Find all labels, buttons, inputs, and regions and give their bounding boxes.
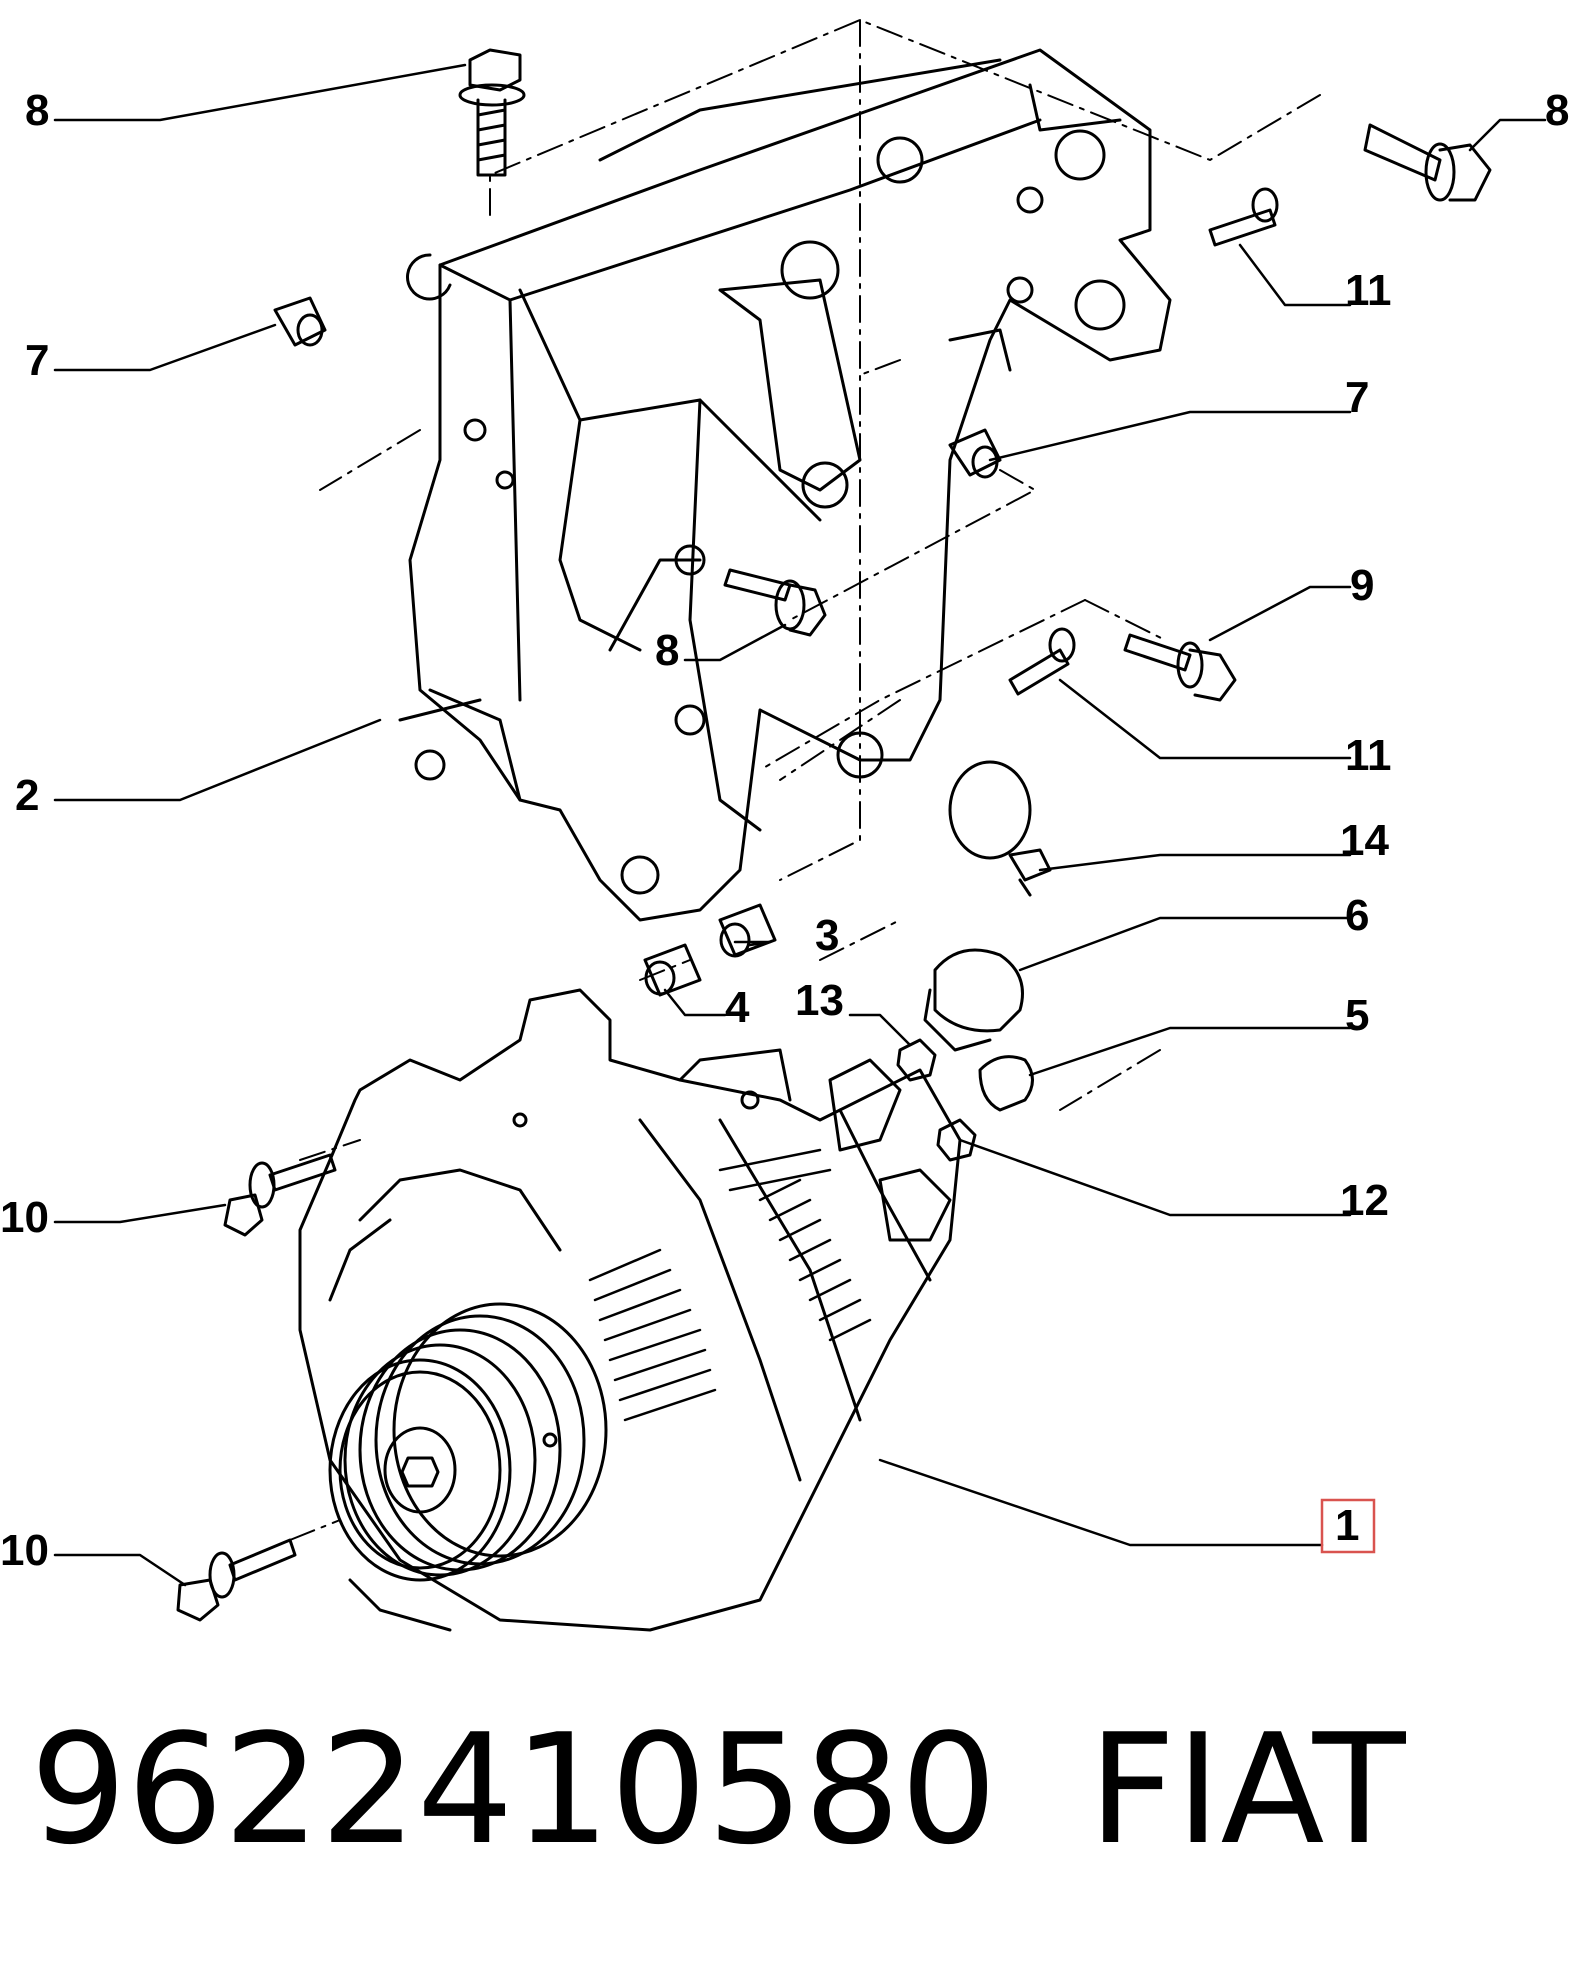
screw-11-upper [1208,187,1279,247]
callout-10-upper: 10 [0,1193,49,1242]
brand-name: FIAT [1088,1701,1406,1878]
sleeve-3 [718,903,777,958]
sleeve-4 [643,943,702,997]
callout-7-left: 7 [25,336,49,385]
clamp-14 [948,760,1052,897]
cap-6 [923,948,1024,1052]
bolt-8-middle [723,568,827,637]
callout-4: 4 [725,983,750,1032]
callout-14: 14 [1340,816,1389,865]
cap-5 [978,1055,1034,1112]
callout-1: 1 [1335,1501,1359,1550]
callout-11-lower: 11 [1345,731,1392,780]
callout-10-lower: 10 [0,1526,49,1575]
bolt-10-lower [176,1538,297,1622]
bolt-8-top-left [458,48,526,177]
callout-8-top-left: 8 [25,86,49,135]
screw-11-lower [1008,627,1076,696]
highlight-box [1320,1498,1376,1554]
callout-7-right: 7 [1345,373,1369,422]
assembly-lines [289,19,1321,1541]
mounting-bracket [398,48,1172,922]
bolt-9 [1123,633,1237,702]
bolt-10-upper [223,1153,337,1237]
callout-3: 3 [815,911,839,960]
callout-9: 9 [1350,561,1374,610]
callout-12: 12 [1340,1176,1389,1225]
cooling-fins [588,1148,872,1422]
nut-12 [936,1118,977,1162]
callout-8-middle: 8 [655,626,679,675]
spacer-7-left [273,296,327,347]
callout-5: 5 [1345,991,1369,1040]
callout-2: 2 [15,771,39,820]
callout-11-upper: 11 [1345,266,1392,315]
callout-8-top-right: 8 [1545,86,1569,135]
pulley [328,1302,608,1582]
bolt-8-top-right [1363,123,1492,202]
callout-6: 6 [1345,891,1369,940]
leader-lines [53,63,1547,1587]
alternator [298,988,962,1632]
spacer-7-right [948,428,1002,479]
callout-13: 13 [795,976,844,1025]
part-caption: 9622410580 FIAT [30,1690,1497,1890]
part-number: 9622410580 [30,1701,998,1878]
nut-13 [896,1038,937,1082]
